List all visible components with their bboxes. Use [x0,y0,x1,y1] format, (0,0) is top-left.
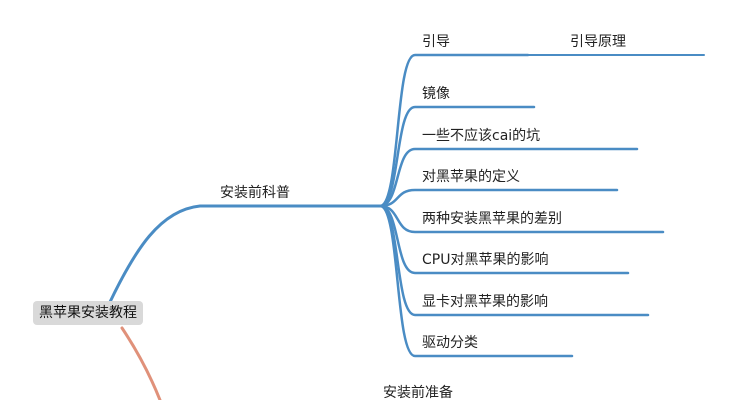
node-drivers[interactable]: 驱动分类 [422,335,478,351]
node-image[interactable]: 镜像 [422,86,450,102]
connector-to-image [378,105,536,208]
connector-to-drivers [378,204,574,358]
node-cpu-impact[interactable]: CPU对黑苹果的影响 [422,252,549,268]
connector-to-pitfalls [378,147,639,208]
connector-to-definition [378,188,619,208]
connector-root-to-prep-setup [120,326,162,400]
node-two-methods[interactable]: 两种安装黑苹果的差别 [422,211,562,227]
node-definition[interactable]: 对黑苹果的定义 [422,169,520,185]
connector-to-boot [378,53,530,208]
node-boot[interactable]: 引导 [422,34,450,50]
branch-prep-science[interactable]: 安装前科普 [220,185,290,201]
root-node[interactable]: 黑苹果安装教程 [33,301,143,325]
node-pitfalls[interactable]: 一些不应该cai的坑 [422,128,541,144]
branch-prep-setup[interactable]: 安装前准备 [383,385,453,401]
connector-root-to-prep-science [108,204,382,304]
node-boot-principle[interactable]: 引导原理 [570,34,626,50]
node-gpu-impact[interactable]: 显卡对黑苹果的影响 [422,294,548,310]
